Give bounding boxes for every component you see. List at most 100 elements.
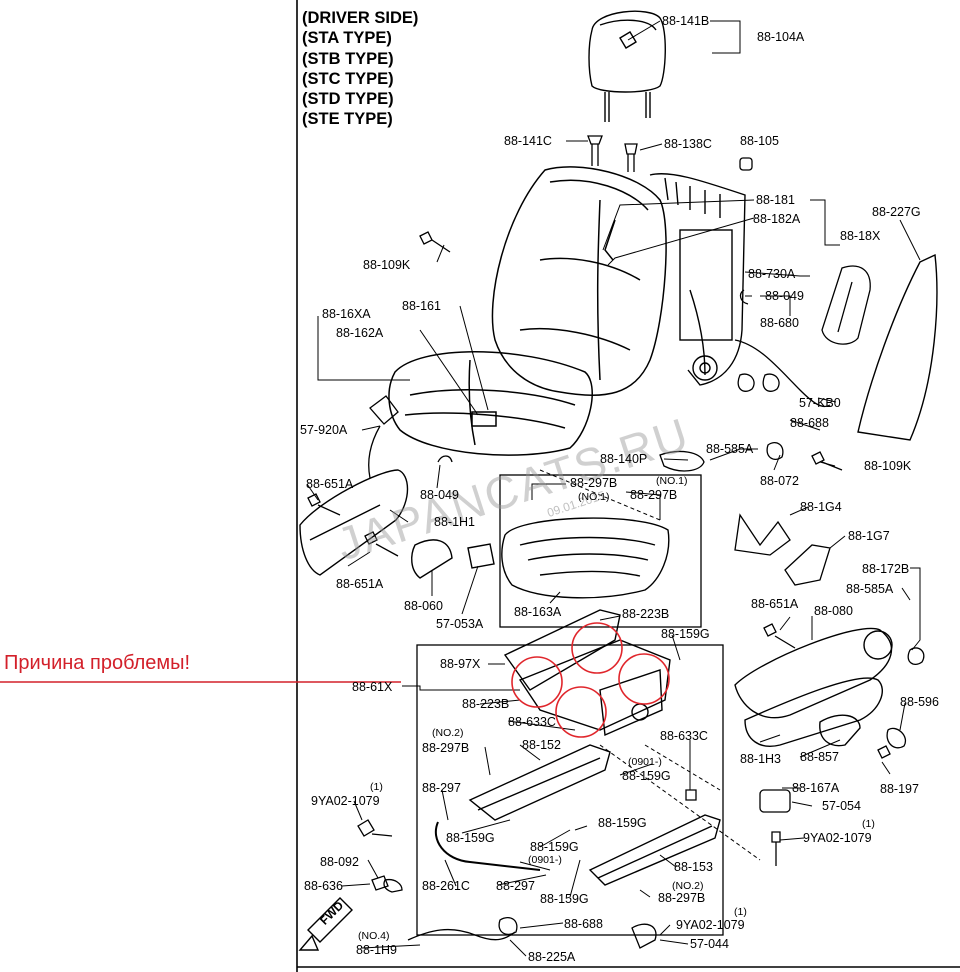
part-label: 88-688 bbox=[790, 416, 829, 430]
part-label: 88-225A bbox=[528, 950, 576, 964]
headrest-drawing bbox=[588, 10, 666, 122]
part-label: 88-16XA bbox=[322, 307, 371, 321]
part-label: 9YA02-1079 bbox=[311, 794, 380, 808]
part-label: 88-161 bbox=[402, 299, 441, 313]
part-label: 88-651A bbox=[336, 577, 384, 591]
part-label: 88-104A bbox=[757, 30, 805, 44]
header-line: (STE TYPE) bbox=[302, 110, 393, 129]
problem-circles bbox=[511, 622, 670, 738]
part-label: 88-297 bbox=[422, 781, 461, 795]
part-label: 88-141B bbox=[662, 14, 710, 28]
part-note: (0901-) bbox=[628, 756, 662, 768]
part-label: 88-730A bbox=[748, 267, 796, 281]
part-label: 88-297 bbox=[496, 879, 535, 893]
trim-pieces bbox=[734, 513, 831, 586]
problem-note: Причина проблемы! bbox=[4, 652, 191, 674]
part-label: 88-680 bbox=[760, 316, 799, 330]
part-label: 88-1H1 bbox=[434, 515, 475, 529]
seat-cushion bbox=[388, 351, 593, 456]
part-label: 88-159G bbox=[598, 816, 647, 830]
part-label: 88-18X bbox=[840, 229, 881, 243]
part-label: 88-162A bbox=[336, 326, 384, 340]
part-label: 88-651A bbox=[306, 477, 354, 491]
header-line: (STD TYPE) bbox=[302, 90, 394, 109]
harness-module bbox=[734, 265, 871, 408]
part-label: 88-049 bbox=[420, 488, 459, 502]
side-cover-panel bbox=[857, 253, 938, 441]
adjuster-frame bbox=[503, 609, 671, 737]
part-label: 88-297B bbox=[570, 476, 618, 490]
part-label: 88-141C bbox=[504, 134, 552, 148]
part-note: (NO.1) bbox=[578, 491, 610, 503]
part-label: 88-585A bbox=[706, 442, 754, 456]
adjuster-box bbox=[499, 474, 702, 628]
part-label: 88-297B bbox=[658, 891, 706, 905]
part-label: 88-138C bbox=[664, 137, 712, 151]
part-note: (NO.2) bbox=[672, 880, 704, 892]
header-line: (STC TYPE) bbox=[302, 69, 394, 88]
recliner-cover bbox=[734, 627, 893, 747]
part-label: 88-049 bbox=[765, 289, 804, 303]
part-label: 88-092 bbox=[320, 855, 359, 869]
part-label: 88-688 bbox=[564, 917, 603, 931]
part-label: 88-159G bbox=[540, 892, 589, 906]
part-label: 88-182A bbox=[753, 212, 801, 226]
part-note: (NO.2) bbox=[432, 727, 464, 739]
fwd-arrow-icon bbox=[298, 897, 353, 951]
part-label: 88-1H3 bbox=[740, 752, 781, 766]
part-label: 88-636 bbox=[304, 879, 343, 893]
part-label: 88-197 bbox=[880, 782, 919, 796]
header-block: (DRIVER SIDE)(STA TYPE)(STB TYPE)(STC TY… bbox=[302, 8, 418, 130]
part-label: 9YA02-1079 bbox=[676, 918, 745, 932]
headrest-guides bbox=[587, 135, 753, 172]
part-label: 88-596 bbox=[900, 695, 939, 709]
part-label: 57-920A bbox=[300, 423, 348, 437]
part-label: 88-060 bbox=[404, 599, 443, 613]
part-label: 88-167A bbox=[792, 781, 840, 795]
part-label: 57-044 bbox=[690, 937, 729, 951]
part-label: 88-172B bbox=[862, 562, 910, 576]
towel-bar bbox=[434, 821, 541, 871]
part-note: (0901-) bbox=[528, 854, 562, 866]
seat-back-cushion bbox=[491, 166, 667, 397]
part-label: 88-633C bbox=[508, 715, 556, 729]
part-label: 88-223B bbox=[622, 607, 670, 621]
part-label: 88-159G bbox=[530, 840, 579, 854]
leader-lines bbox=[306, 20, 921, 957]
part-label: 88-080 bbox=[814, 604, 853, 618]
part-label: 88-1G4 bbox=[800, 500, 842, 514]
fasteners bbox=[307, 231, 925, 949]
header-line: (STA TYPE) bbox=[302, 29, 392, 48]
side-shield bbox=[299, 469, 495, 579]
part-label: 88-159G bbox=[661, 627, 710, 641]
seat-rails bbox=[468, 744, 721, 886]
part-note: (1) bbox=[862, 818, 875, 830]
part-label: 88-140P bbox=[600, 452, 648, 466]
part-label: 88-97X bbox=[440, 657, 481, 671]
part-label: 88-159G bbox=[446, 831, 495, 845]
part-label: 88-633C bbox=[660, 729, 708, 743]
seat-belt-buckle bbox=[368, 395, 399, 479]
part-label: 88-105 bbox=[740, 134, 779, 148]
part-label: 57-053A bbox=[436, 617, 484, 631]
part-label: 88-297B bbox=[422, 741, 470, 755]
seat-back-frame bbox=[649, 173, 746, 386]
rail-box bbox=[416, 644, 724, 936]
part-label: 88-261C bbox=[422, 879, 470, 893]
part-label: 88-61X bbox=[352, 680, 393, 694]
part-label: 88-585A bbox=[846, 582, 894, 596]
part-label: 88-072 bbox=[760, 474, 799, 488]
part-note: (NO.4) bbox=[358, 930, 390, 942]
part-label: 88-181 bbox=[756, 193, 795, 207]
part-label: 88-297B bbox=[630, 488, 678, 502]
part-label: 88-163A bbox=[514, 605, 562, 619]
part-label: 57-KB0 bbox=[799, 396, 841, 410]
part-label: 88-227G bbox=[872, 205, 921, 219]
part-label: 57-054 bbox=[822, 799, 861, 813]
part-label: 88-1G7 bbox=[848, 529, 890, 543]
part-label: 88-1H9 bbox=[356, 943, 397, 957]
part-label: 88-159G bbox=[622, 769, 671, 783]
part-label: 88-223B bbox=[462, 697, 510, 711]
